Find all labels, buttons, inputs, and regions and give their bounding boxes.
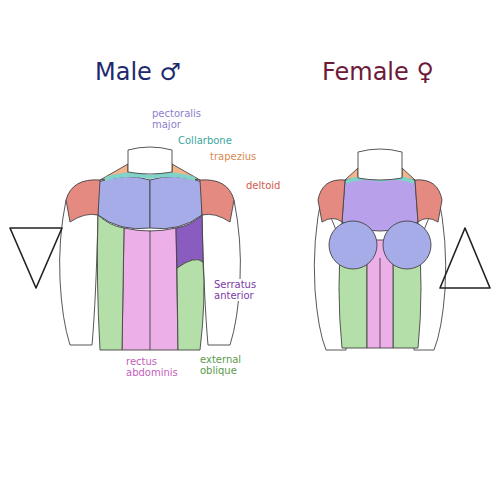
midline (150, 230, 151, 350)
upright-triangle (440, 228, 490, 288)
deltoid-region (318, 180, 345, 222)
muscle-label: external oblique (198, 354, 254, 376)
deltoid-region (200, 180, 234, 222)
heading: Female ♀ (322, 58, 434, 87)
pectoral-region (150, 176, 202, 228)
muscle-label: deltoid (244, 180, 282, 191)
muscle-label: rectus abdominis (124, 356, 186, 378)
deltoid-region (66, 180, 100, 222)
neck (128, 147, 172, 174)
breast-region (329, 221, 377, 269)
pectoral-region (98, 176, 150, 228)
inverted-triangle (10, 228, 62, 288)
muscle-label: pectoralis major (150, 108, 214, 130)
oblique-region (177, 260, 204, 350)
heading: Male ♂ (95, 58, 181, 87)
arm-outline (60, 200, 98, 345)
arm-outline (202, 200, 240, 345)
muscle-label: trapezius (208, 151, 258, 162)
rectus-region (122, 228, 178, 350)
neck (358, 149, 402, 180)
oblique-region (97, 215, 124, 350)
deltoid-region (415, 180, 442, 222)
muscle-label: Serratus anterior (212, 279, 268, 301)
muscle-label: Collarbone (176, 135, 234, 146)
midline (380, 258, 381, 348)
breast-region (383, 221, 431, 269)
